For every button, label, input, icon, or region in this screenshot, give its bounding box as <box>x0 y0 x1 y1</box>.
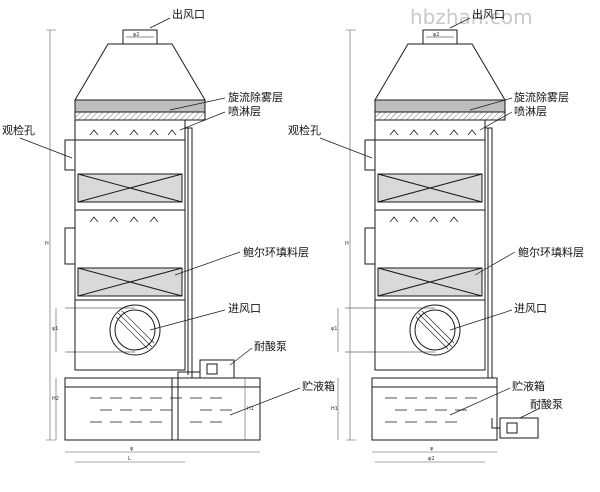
tower-left: φ2 <box>46 29 261 463</box>
label-inlet-right: 进风口 <box>514 302 547 315</box>
callout-leaders-right <box>319 17 541 419</box>
dim-d1-right: φ1 <box>331 326 337 332</box>
label-inlet-left: 进风口 <box>228 302 261 315</box>
label-tank-left: 贮液箱 <box>302 379 335 393</box>
callout-leaders-left <box>19 17 301 416</box>
inspection-port-lower <box>64 227 76 265</box>
tower-right: φ2 <box>337 29 539 463</box>
tank-waves <box>90 397 232 423</box>
spray-pipe-right <box>485 127 493 418</box>
inspection-port-lower-right <box>364 227 376 265</box>
dim-h-left: H <box>45 241 49 247</box>
cone-hood-right <box>374 43 506 101</box>
dim-d2-left: φ2 <box>133 32 139 38</box>
label-spray-right: 喷淋层 <box>514 105 547 118</box>
label-outlet-right: 出风口 <box>472 7 505 21</box>
label-inspection-right: 观检孔 <box>288 123 321 137</box>
label-inspection-left: 观检孔 <box>2 123 35 137</box>
label-packing-left: 鲍尔环填料层 <box>243 245 309 259</box>
label-packing-right: 鲍尔环填料层 <box>518 245 584 259</box>
dim-h-right: H <box>345 241 349 247</box>
dim-d1-left: φ1 <box>52 326 58 332</box>
label-pump-left: 耐酸泵 <box>254 339 287 353</box>
label-outlet-left: 出风口 <box>172 7 205 21</box>
spray-nozzles-2 <box>89 216 159 223</box>
spray-pipe <box>185 127 193 378</box>
pump-body-right <box>499 417 539 439</box>
tank-body-right <box>371 377 498 441</box>
dimensions-left <box>46 29 260 463</box>
watermark: hbzhan.com <box>410 5 533 29</box>
label-tank-right: 贮液箱 <box>512 379 545 393</box>
demister-layer <box>74 99 206 113</box>
cone-hood <box>74 43 206 101</box>
dim-d-left: φ <box>130 446 134 452</box>
tank-body <box>64 377 261 441</box>
dim-d2-bottom-right: φ2 <box>428 456 434 462</box>
label-spray-left: 喷淋层 <box>228 105 261 118</box>
inspection-port-upper-right <box>364 139 376 171</box>
inspection-port-upper <box>64 139 76 171</box>
dim-h2-left: H2 <box>52 396 59 402</box>
label-demister-left: 旋流除雾层 <box>228 90 283 104</box>
label-demister-right: 旋流除雾层 <box>514 90 569 104</box>
dim-d2-right: φ2 <box>433 32 439 38</box>
spray-nozzles <box>89 129 177 136</box>
dim-h1-left: H1 <box>247 406 254 412</box>
dimensions-right <box>337 29 497 463</box>
dim-l-left: L <box>128 456 131 462</box>
demister-layer-right <box>374 99 506 113</box>
dim-d-right: φ <box>430 446 434 452</box>
dim-h1-right: H1 <box>331 406 338 412</box>
label-pump-right: 耐酸泵 <box>530 397 563 411</box>
